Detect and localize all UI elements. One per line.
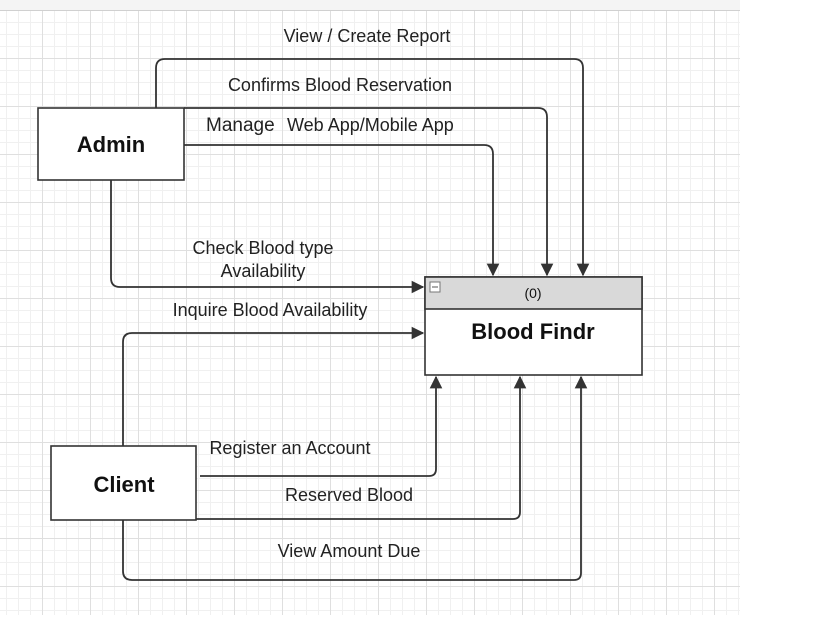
- flow-label-inquire-blood-availability: Inquire Blood Availability: [173, 300, 368, 320]
- client-label: Client: [93, 472, 155, 497]
- admin-label: Admin: [77, 132, 145, 157]
- flow-label-view-create-report: View / Create Report: [284, 26, 451, 46]
- flow-label-check-blood-type-line2: Availability: [221, 261, 306, 281]
- flow-label-register-account: Register an Account: [209, 438, 370, 458]
- flow-check-blood-type: Check Blood type Availability: [110, 180, 425, 294]
- flow-view-create-report: View / Create Report: [155, 26, 590, 277]
- client-entity[interactable]: Client: [50, 445, 197, 521]
- flow-inquire-blood-availability: Inquire Blood Availability: [122, 300, 425, 446]
- collapse-icon[interactable]: [429, 281, 441, 293]
- flow-label-reserved-blood: Reserved Blood: [285, 485, 413, 505]
- flow-label-web-app: Web App/Mobile App: [287, 115, 454, 135]
- flow-manage-web-app: Manage Web App/Mobile App: [184, 115, 500, 277]
- process-blood-findr[interactable]: (0) Blood Findr: [424, 276, 643, 376]
- admin-entity[interactable]: Admin: [37, 107, 185, 181]
- flow-label-view-amount-due: View Amount Due: [278, 541, 421, 561]
- flow-reserved-blood: Reserved Blood: [196, 375, 527, 520]
- flow-view-amount-due: View Amount Due: [122, 375, 588, 581]
- process-name: Blood Findr: [471, 319, 595, 344]
- flow-label-check-blood-type-line1: Check Blood type: [192, 238, 333, 258]
- context-diagram: Admin Client (0) Blood Findr View / Crea…: [37, 26, 643, 581]
- flow-register-account: Register an Account: [200, 375, 443, 477]
- flow-label-confirms-blood-reservation: Confirms Blood Reservation: [228, 75, 452, 95]
- process-id: (0): [524, 285, 541, 301]
- canvas-top-bar: [0, 0, 740, 11]
- flow-label-manage: Manage: [206, 115, 275, 136]
- process-header: [424, 276, 643, 310]
- flow-confirms-blood-reservation: Confirms Blood Reservation: [184, 75, 554, 277]
